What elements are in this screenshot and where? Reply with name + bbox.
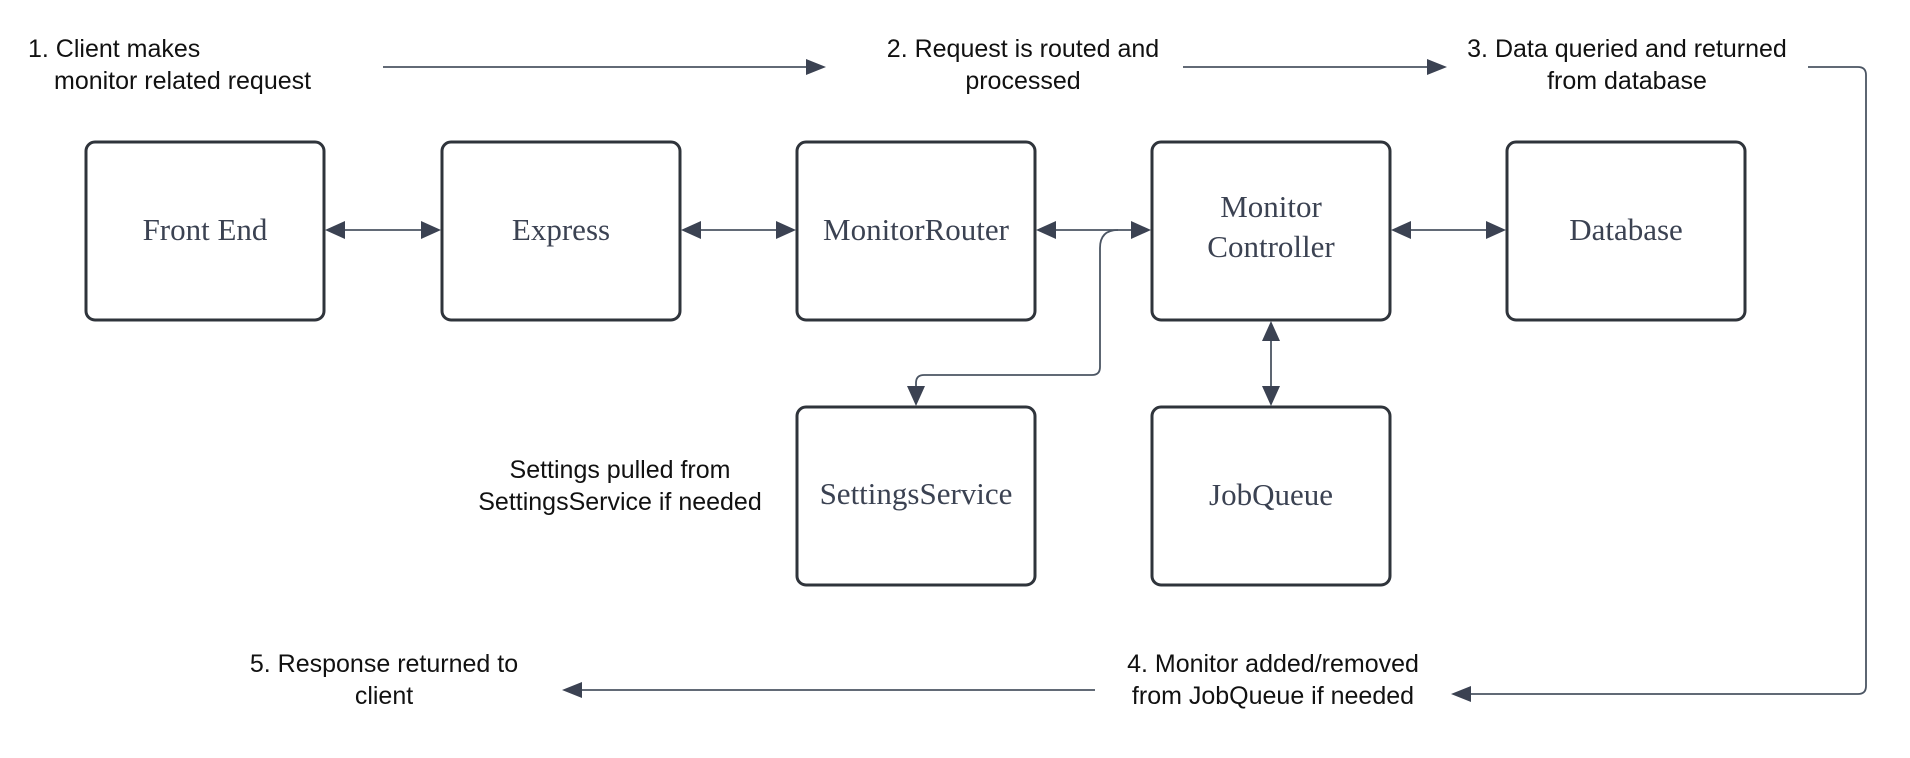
settings-note-line-1: Settings pulled from bbox=[510, 456, 731, 484]
arrowhead-icon bbox=[681, 221, 701, 239]
node-monitor-router: MonitorRouter bbox=[795, 140, 1037, 322]
step-1-line-2: monitor related request bbox=[54, 67, 311, 95]
step-4-line-1: 4. Monitor added/removed bbox=[1127, 650, 1419, 678]
monitor-controller-label-line-1: Monitor bbox=[1220, 189, 1322, 224]
arrowhead-icon bbox=[1262, 321, 1280, 341]
arrowhead-icon bbox=[1427, 59, 1447, 75]
step-5-annotation: 5. Response returned to client bbox=[250, 650, 518, 710]
edge-express-monitor-router bbox=[681, 221, 796, 239]
arrowhead-icon bbox=[1451, 686, 1471, 702]
arrowhead-icon bbox=[1131, 221, 1151, 239]
node-monitor-controller: Monitor Controller bbox=[1150, 140, 1392, 322]
step-5-line-2: client bbox=[355, 682, 413, 710]
monitor-router-label: MonitorRouter bbox=[823, 212, 1010, 247]
edge-front-end-express bbox=[325, 221, 441, 239]
arrowhead-icon bbox=[562, 682, 582, 698]
arrowhead-icon bbox=[776, 221, 796, 239]
front-end-label: Front End bbox=[143, 212, 268, 247]
node-express: Express bbox=[440, 140, 682, 322]
step-4-line-2: from JobQueue if needed bbox=[1132, 682, 1414, 710]
arrowhead-icon bbox=[907, 386, 925, 406]
express-label: Express bbox=[512, 212, 610, 247]
arrowhead-icon bbox=[1036, 221, 1056, 239]
job-queue-label: JobQueue bbox=[1209, 477, 1333, 512]
node-database: Database bbox=[1505, 140, 1747, 322]
step-5-line-1: 5. Response returned to bbox=[250, 650, 518, 678]
node-front-end: Front End bbox=[84, 140, 326, 322]
database-box bbox=[1505, 140, 1747, 322]
edge-monitor-controller-database bbox=[1391, 221, 1506, 239]
settings-service-box bbox=[795, 405, 1037, 587]
step-3-line-2: from database bbox=[1547, 67, 1707, 95]
job-queue-box bbox=[1150, 405, 1392, 587]
step-2-line-2: processed bbox=[965, 67, 1080, 95]
settings-note: Settings pulled from SettingsService if … bbox=[478, 456, 762, 516]
flow-arrow-step4-to-step5 bbox=[562, 682, 1095, 698]
step-4-annotation: 4. Monitor added/removed from JobQueue i… bbox=[1127, 650, 1419, 710]
flow-arrow-step3-to-step4 bbox=[1451, 66, 1867, 702]
monitor-router-box bbox=[795, 140, 1037, 322]
arrowhead-icon bbox=[325, 221, 345, 239]
settings-service-label: SettingsService bbox=[820, 476, 1013, 511]
step-3-annotation: 3. Data queried and returned from databa… bbox=[1467, 35, 1787, 95]
edge-monitor-router-monitor-controller bbox=[1036, 221, 1151, 239]
step-1-line-1: 1. Client makes bbox=[28, 35, 200, 63]
node-settings-service: SettingsService bbox=[795, 405, 1037, 587]
database-label: Database bbox=[1569, 212, 1683, 247]
settings-note-line-2: SettingsService if needed bbox=[478, 488, 762, 516]
node-job-queue: JobQueue bbox=[1150, 405, 1392, 587]
arrowhead-icon bbox=[806, 59, 826, 75]
monitor-controller-box bbox=[1150, 140, 1392, 322]
edge-junction-settings-service bbox=[907, 229, 1119, 406]
step-1-annotation: 1. Client makes monitor related request bbox=[28, 35, 311, 95]
flow-arrow-step1-to-step2 bbox=[383, 59, 826, 75]
step-2-line-1: 2. Request is routed and bbox=[887, 35, 1159, 63]
step-3-line-1: 3. Data queried and returned bbox=[1467, 35, 1787, 63]
arrowhead-icon bbox=[1262, 386, 1280, 406]
arrowhead-icon bbox=[421, 221, 441, 239]
front-end-box bbox=[84, 140, 326, 322]
flow-arrow-step2-to-step3 bbox=[1183, 59, 1447, 75]
arrowhead-icon bbox=[1391, 221, 1411, 239]
step-2-annotation: 2. Request is routed and processed bbox=[887, 35, 1159, 95]
arrowhead-icon bbox=[1486, 221, 1506, 239]
express-box bbox=[440, 140, 682, 322]
monitor-controller-label-line-2: Controller bbox=[1207, 229, 1335, 264]
edge-monitor-controller-job-queue bbox=[1262, 321, 1280, 406]
